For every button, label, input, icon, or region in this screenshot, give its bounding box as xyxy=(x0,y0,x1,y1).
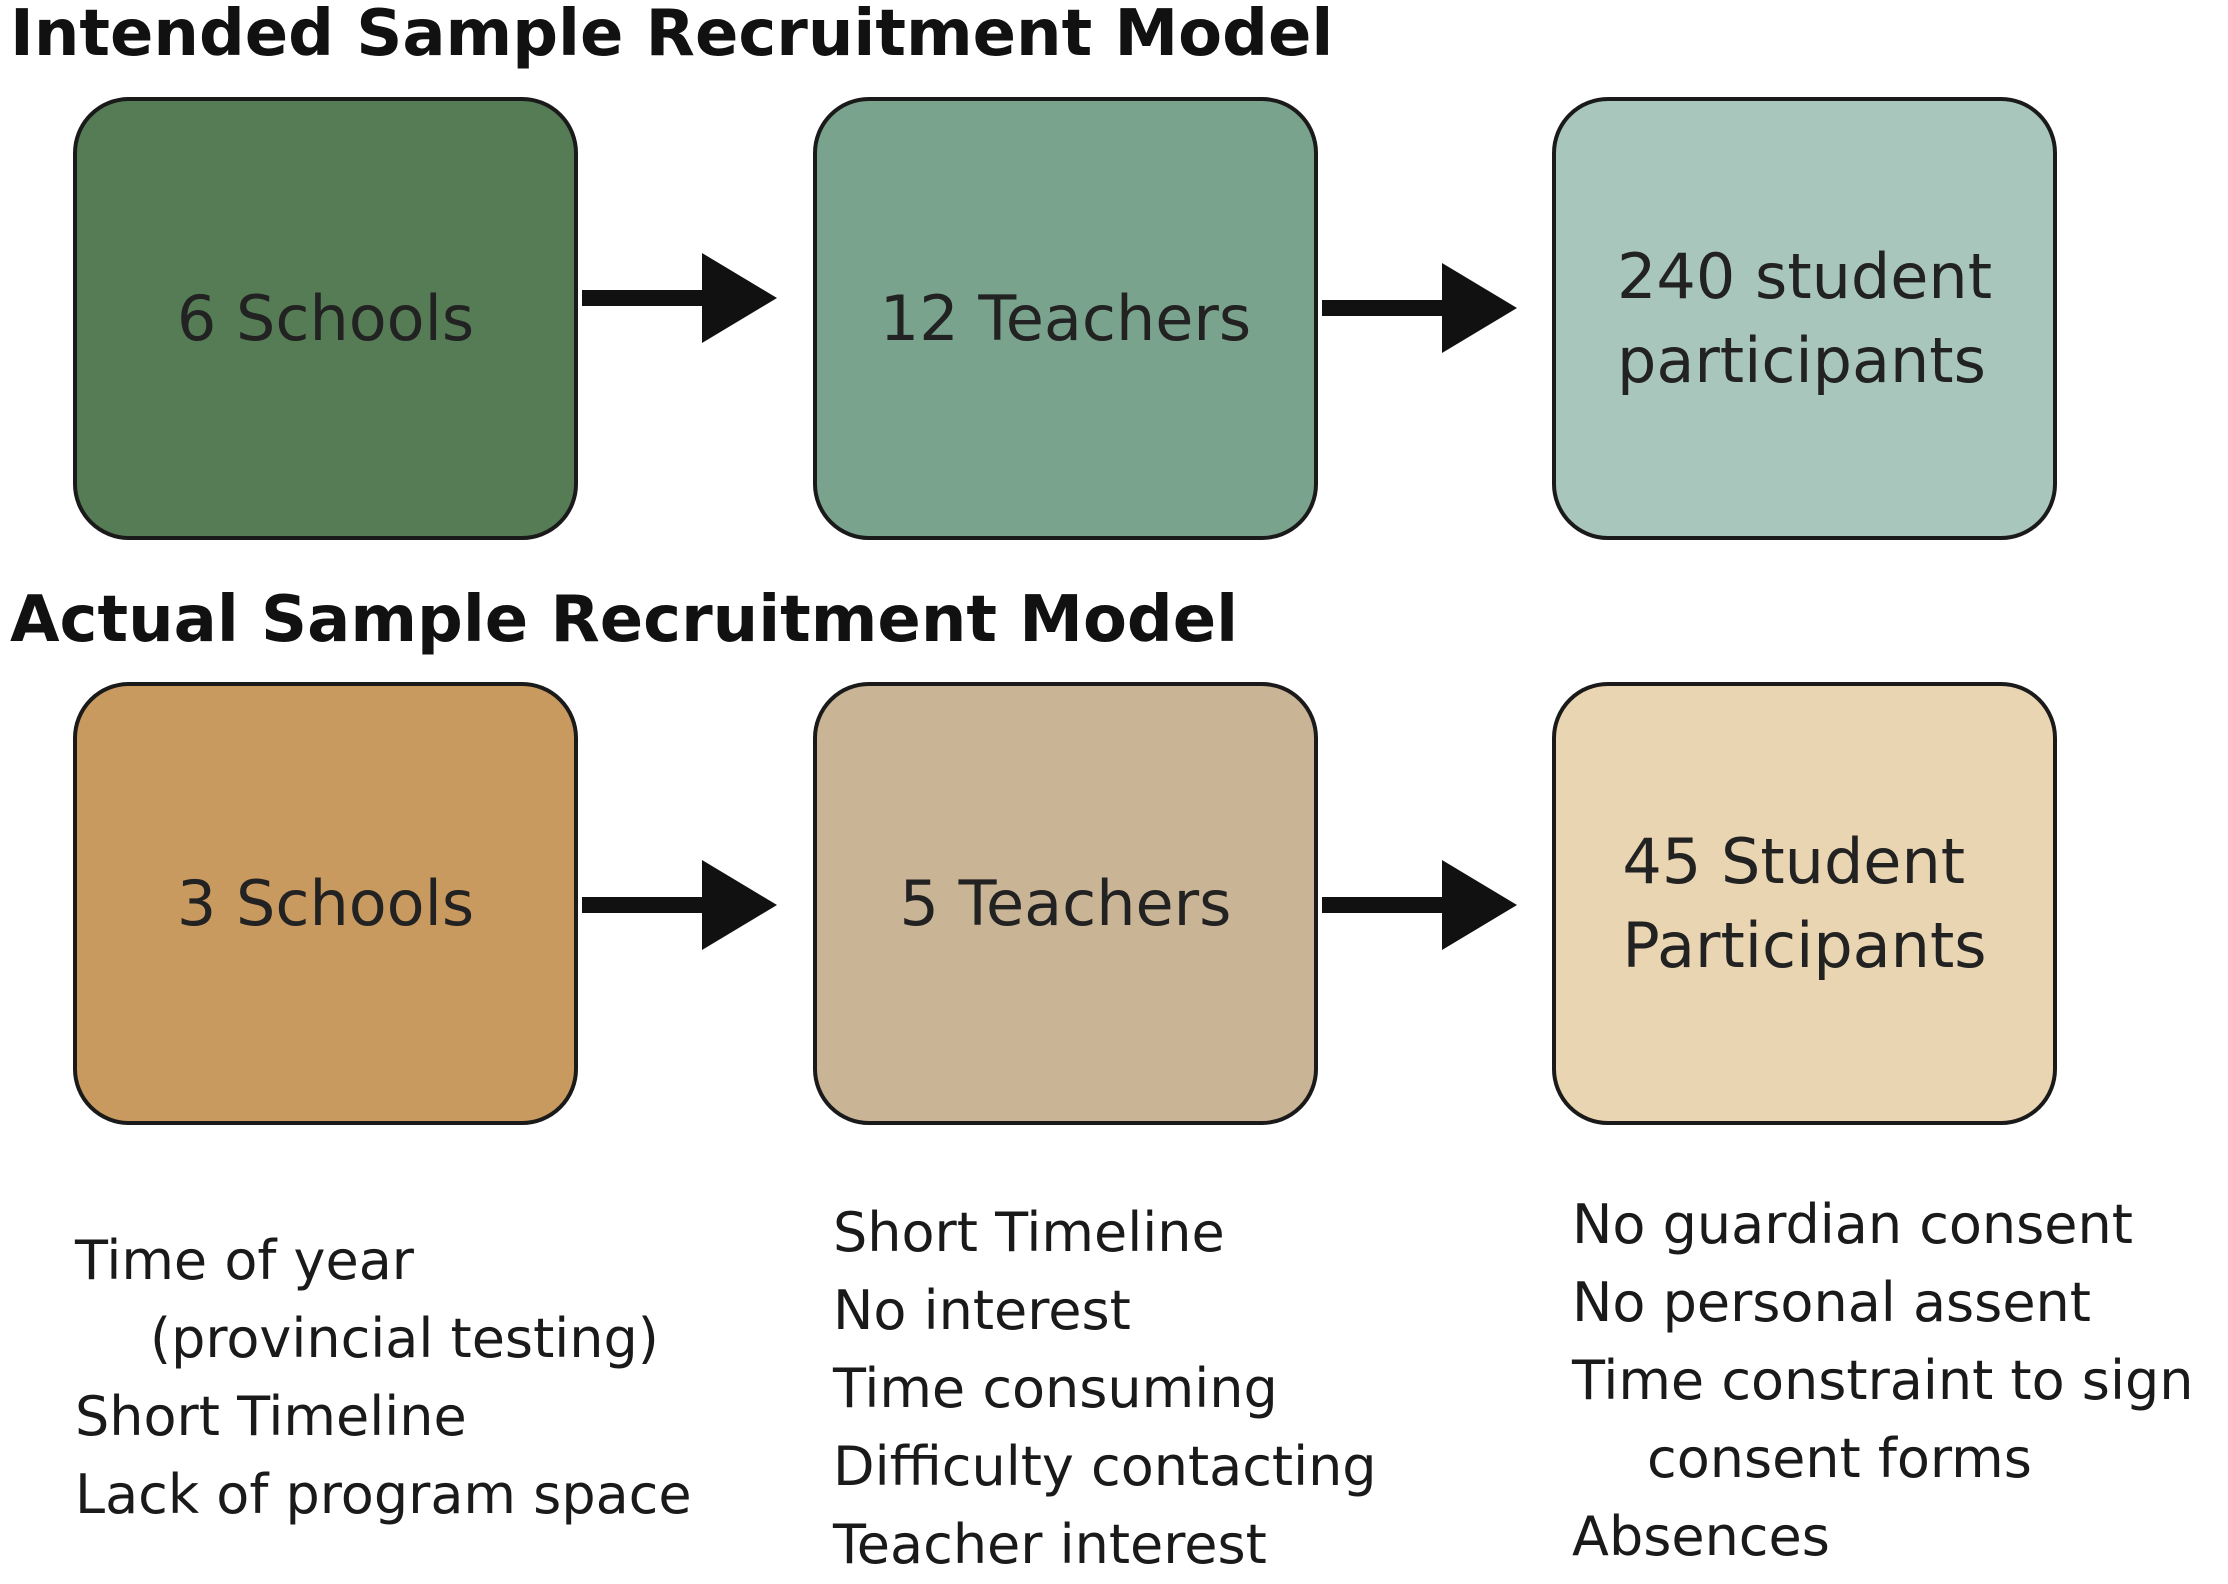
actual-students-label: 45 Student Participants xyxy=(1622,824,1987,982)
arrow-shaft xyxy=(1322,897,1447,913)
actual-model-heading: Actual Sample Recruitment Model xyxy=(10,583,1239,657)
intended-teachers-box: 12 Teachers xyxy=(813,97,1318,540)
arrow-intended-schools-to-teachers xyxy=(582,253,777,343)
school-barrier-item: Time of year xyxy=(75,1229,415,1292)
student-barriers-list: No guardian consent No personal assent T… xyxy=(1572,1186,2193,1576)
arrow-actual-schools-to-teachers xyxy=(582,860,777,950)
teacher-barrier-item: Time consuming xyxy=(833,1357,1278,1420)
intended-schools-label: 6 Schools xyxy=(176,281,475,355)
arrow-shaft xyxy=(582,897,707,913)
teacher-barrier-item: Teacher interest xyxy=(833,1513,1267,1576)
teacher-barrier-item: Difficulty contacting xyxy=(833,1435,1377,1498)
actual-schools-box: 3 Schools xyxy=(73,682,578,1125)
school-barrier-item: Lack of program space xyxy=(75,1463,692,1526)
school-barrier-item: Short Timeline xyxy=(75,1385,467,1448)
arrow-shaft xyxy=(582,290,707,306)
student-barrier-item: Time constraint to sign xyxy=(1572,1349,2194,1412)
school-barriers-list: Time of year (provincial testing) Short … xyxy=(75,1222,692,1534)
arrow-intended-teachers-to-students xyxy=(1322,263,1517,353)
student-barrier-item: consent forms xyxy=(1647,1427,2032,1490)
student-barrier-item: No personal assent xyxy=(1572,1271,2091,1334)
teacher-barriers-list: Short Timeline No interest Time consumin… xyxy=(833,1194,1377,1584)
arrow-head xyxy=(1442,860,1517,950)
actual-students-box: 45 Student Participants xyxy=(1552,682,2057,1125)
actual-teachers-box: 5 Teachers xyxy=(813,682,1318,1125)
intended-students-box: 240 student participants xyxy=(1552,97,2057,540)
teacher-barrier-item: Short Timeline xyxy=(833,1201,1225,1264)
arrow-head xyxy=(702,860,777,950)
intended-model-heading: Intended Sample Recruitment Model xyxy=(10,0,1334,71)
teacher-barrier-item: No interest xyxy=(833,1279,1131,1342)
arrow-head xyxy=(1442,263,1517,353)
student-barrier-item: No guardian consent xyxy=(1572,1193,2133,1256)
arrow-actual-teachers-to-students xyxy=(1322,860,1517,950)
intended-teachers-label: 12 Teachers xyxy=(879,281,1252,355)
intended-schools-box: 6 Schools xyxy=(73,97,578,540)
actual-schools-label: 3 Schools xyxy=(176,866,475,940)
intended-students-label: 240 student participants xyxy=(1616,239,1993,397)
arrow-shaft xyxy=(1322,300,1447,316)
school-barrier-item: (provincial testing) xyxy=(150,1307,659,1370)
student-barrier-item: Absences xyxy=(1572,1505,1830,1568)
arrow-head xyxy=(702,253,777,343)
actual-teachers-label: 5 Teachers xyxy=(899,866,1232,940)
